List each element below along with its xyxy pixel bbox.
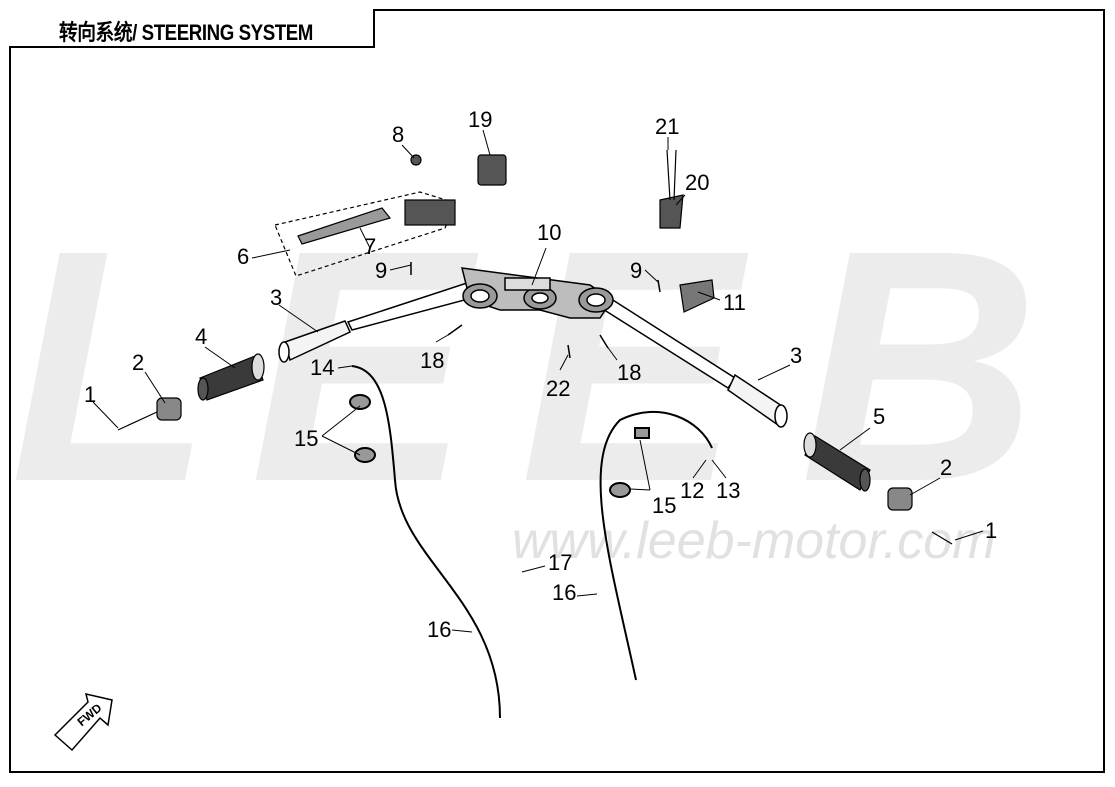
- page-title: 转向系统/ STEERING SYSTEM: [59, 20, 313, 45]
- callout-16-right: 16: [552, 580, 576, 605]
- callout-19: 19: [468, 107, 492, 132]
- bar-end-left: [117, 397, 182, 431]
- callout-5: 5: [873, 404, 885, 429]
- callout-18-left: 18: [420, 348, 444, 373]
- callout-13: 13: [716, 478, 740, 503]
- triple-clamp: [461, 267, 614, 319]
- callout-1-right: 1: [985, 518, 997, 543]
- brake-lever-assembly: [274, 154, 457, 277]
- callouts: 1 1 2 2 3 3 4 5 6 7 8 9 9 10 11 12 13 14…: [84, 107, 997, 642]
- switch-19: [477, 154, 507, 186]
- callout-6: 6: [237, 244, 249, 269]
- callout-9-left: 9: [375, 258, 387, 283]
- callout-21: 21: [655, 114, 679, 139]
- watermark-letter-e1: E: [250, 181, 482, 550]
- bar-end-right: [887, 487, 953, 545]
- callout-10: 10: [537, 220, 561, 245]
- callout-20: 20: [685, 170, 709, 195]
- callout-9-right: 9: [630, 258, 642, 283]
- callout-15-right: 15: [652, 493, 676, 518]
- left-grip: [197, 353, 265, 401]
- watermark: L E E B www.leeb-motor.com: [10, 181, 1038, 570]
- callout-4: 4: [195, 324, 207, 349]
- title-box: 转向系统/ STEERING SYSTEM: [9, 9, 375, 48]
- callout-22: 22: [546, 376, 570, 401]
- watermark-letter-b: B: [800, 181, 1038, 550]
- cables: [349, 365, 713, 719]
- callout-17: 17: [548, 550, 572, 575]
- leader-lines: [92, 129, 984, 633]
- callout-8: 8: [392, 122, 404, 147]
- callout-12: 12: [680, 478, 704, 503]
- bolts: [410, 262, 661, 359]
- callout-2-right: 2: [940, 455, 952, 480]
- callout-1-left: 1: [84, 382, 96, 407]
- diagram-frame: [9, 9, 1105, 773]
- watermark-url: www.leeb-motor.com: [512, 512, 996, 570]
- callout-2-left: 2: [132, 350, 144, 375]
- callout-3-right: 3: [790, 343, 802, 368]
- callout-14: 14: [310, 355, 334, 380]
- callout-18-right: 18: [617, 360, 641, 385]
- callout-15-left: 15: [294, 426, 318, 451]
- callout-11: 11: [723, 290, 746, 315]
- callout-7: 7: [364, 234, 376, 259]
- watermark-letter-l: L: [10, 181, 212, 550]
- fwd-arrow-icon: FWD: [53, 692, 113, 752]
- callout-16-left: 16: [427, 617, 451, 642]
- right-grip: [803, 432, 871, 492]
- callout-3-left: 3: [270, 285, 282, 310]
